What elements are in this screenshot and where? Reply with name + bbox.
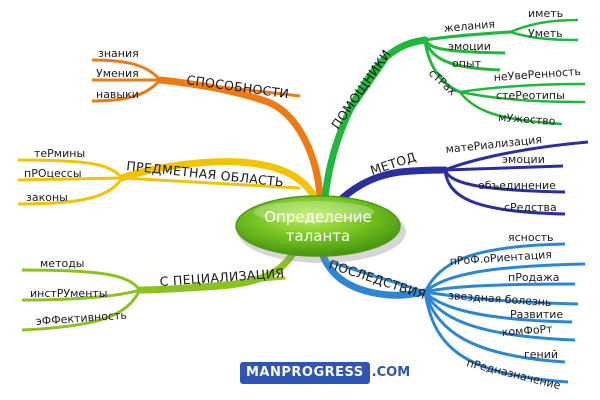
branch-predmetnaya-underline <box>121 176 301 190</box>
leaf-line-prodazha <box>424 282 576 294</box>
branch-pomoshniki-label: ПОМОЩНИКИ <box>328 47 394 132</box>
center-title-line1: Определение <box>264 208 372 226</box>
leaf-yasnost: ясность <box>508 231 554 244</box>
leaf-znaniya: знания <box>98 47 139 60</box>
leaf-line-prednaznachenie <box>423 291 569 384</box>
leaf-line-zvezdnaya <box>424 290 579 306</box>
leaf-komfort: комФоРт <box>501 322 553 339</box>
branch-sposobnosti-label: СПОСОБНОСТИ <box>186 72 290 101</box>
leaf-terminy: теРмины <box>34 147 85 160</box>
leaf-line-emocii-metod <box>444 164 564 172</box>
leaf-line-terminy <box>17 158 124 180</box>
leaf-emocii-metod: эмоции <box>502 153 545 166</box>
leaf-line-zakony <box>17 177 124 206</box>
leaf-line-imet <box>509 18 579 34</box>
leaf-opyt: опыт <box>452 57 482 70</box>
leaf-line-navyki <box>91 79 162 103</box>
leaf-navyki: навыки <box>96 88 139 101</box>
leaf-line-umet <box>509 30 579 42</box>
leaf-geniy: гений <box>524 348 558 361</box>
leaf-metody: методы <box>40 257 85 270</box>
logo-domain: .COM <box>371 365 411 380</box>
leaf-line-metody <box>21 268 142 291</box>
branch-predmetnaya: ПРЕДМЕТНАЯ ОБЛАСТЬ теРмины пРОцессы зако… <box>17 147 322 209</box>
leaf-zhelaniya: желания <box>443 18 495 35</box>
leaf-line-zhelaniya <box>424 30 511 42</box>
leaf-line-obedinenie <box>443 169 566 194</box>
branch-metod-trunk <box>331 166 449 209</box>
leaf-sredstva: сРедства <box>504 201 557 214</box>
leaf-zvezdnaya: звездная болезнь <box>448 289 552 309</box>
leaf-razvitie: Развитие <box>510 308 563 321</box>
center-node: Определение таланта <box>235 195 406 263</box>
leaf-line-effektivnost <box>21 289 142 332</box>
leaf-instrumenty: инстРУменты <box>30 287 107 300</box>
leaf-line-materializaciya <box>444 140 589 172</box>
branch-predmetnaya-trunk <box>118 158 322 209</box>
branch-specializaciya-underline <box>139 276 286 292</box>
leaf-line-geniy <box>423 291 566 364</box>
leaf-emocii-pomoshniki: эмоции <box>448 40 491 53</box>
leaf-line-opyt <box>423 39 501 72</box>
branch-posledstviya-underline <box>329 260 426 294</box>
branch-specializaciya: С ПЕЦИАЛИЗАЦИЯ методы инстРУменты эФФект… <box>21 236 304 332</box>
leaf-imet: иметь <box>528 7 563 20</box>
leaf-line-yasnost <box>423 242 566 293</box>
leaf-stereotipy: стеРеотипы <box>496 89 565 102</box>
leaf-zakony: законы <box>26 191 68 204</box>
logo-name: MANPROGRESS <box>240 362 370 384</box>
manprogress-logo: MANPROGRESS.COM <box>240 362 410 384</box>
branch-pomoshniki-trunk <box>321 36 429 202</box>
leaf-line-znaniya <box>91 58 162 82</box>
center-node-gloss <box>254 201 374 223</box>
leaf-effektivnost: эФФективность <box>35 309 127 328</box>
leaf-umeniya: Умения <box>96 67 139 80</box>
leaf-line-razvitie <box>423 290 573 324</box>
leaf-strah: сТРах <box>426 67 459 99</box>
leaf-line-proforientaciya <box>423 262 586 294</box>
leaf-line-strah <box>423 39 461 94</box>
branch-posledstviya-trunk <box>314 236 429 299</box>
leaf-line-komfort <box>423 291 576 342</box>
leaf-line-processy <box>17 176 123 182</box>
leaf-muzhestvo: мУжество <box>498 111 556 128</box>
leaf-line-neuverennost <box>459 82 586 94</box>
leaf-line-muzhestvo <box>459 91 563 126</box>
branch-metod: МЕТОД матеРиализация эмоции объединение … <box>331 133 589 216</box>
branch-pomoshniki-label-line <box>336 51 394 131</box>
center-title-line2: таланта <box>286 227 350 245</box>
leaf-umet: Уметь <box>528 27 563 40</box>
leaf-line-sredstva <box>443 169 566 216</box>
branch-sposobnosti-underline <box>159 78 301 98</box>
leaf-obedinenie: объединение <box>478 179 556 192</box>
leaf-processy: пРОцессы <box>24 167 82 180</box>
leaf-line-stereotipy <box>459 90 586 104</box>
leaf-prodazha: пРодажа <box>508 271 560 284</box>
leaf-neuverennost: неУвеРенность <box>493 65 581 84</box>
center-node-bubble <box>235 195 401 257</box>
leaf-line-instrumenty <box>21 288 141 302</box>
